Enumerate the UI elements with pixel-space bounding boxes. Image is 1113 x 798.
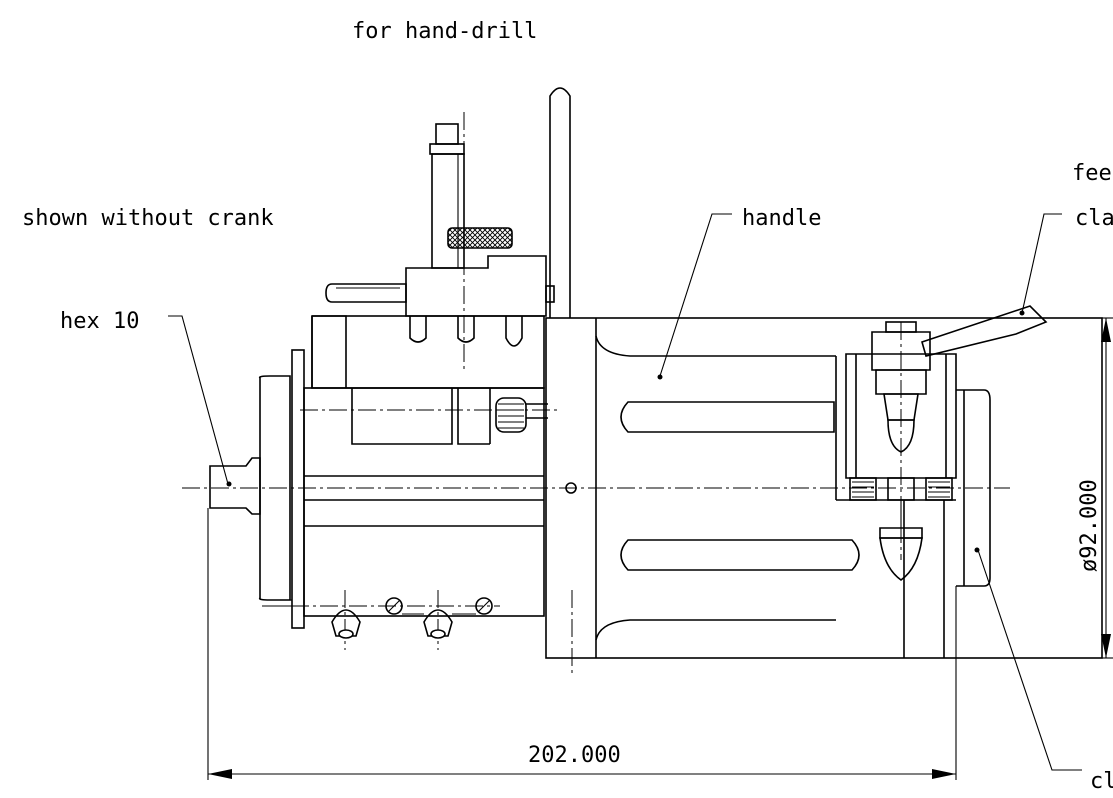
leader-handle-dot: [657, 374, 663, 380]
dimension-length-value: 202.000: [528, 743, 621, 768]
note-shown-without-crank: shown without crank: [22, 206, 274, 231]
leader-bottom-dot: [974, 547, 980, 553]
leader-clamp-dot: [1019, 310, 1025, 316]
spring: [495, 397, 548, 433]
lower-screws: [331, 597, 493, 639]
clamp-mechanism: [845, 305, 1048, 581]
leader-handle: [659, 213, 732, 377]
left-body: [303, 315, 545, 617]
handle-body: [545, 317, 1103, 659]
leader-clamp: [1021, 213, 1062, 314]
leader-hex-dot: [226, 481, 232, 487]
knurled-knob: [447, 227, 513, 249]
dimension-diameter: ø92.000: [1077, 317, 1113, 659]
leader-bottom: [977, 549, 1082, 771]
label-handle: handle: [742, 206, 821, 231]
right-ring: [956, 389, 991, 587]
dimension-length: 202.000: [207, 508, 957, 780]
lever-rod: [549, 87, 571, 318]
drive-flange: [209, 349, 305, 629]
dimension-diameter-value: ø92.000: [1077, 479, 1102, 572]
vertical-post: [429, 123, 513, 269]
label-feed-partial: fee: [1072, 161, 1112, 186]
label-hex-10: hex 10: [60, 309, 139, 334]
label-clamp-partial: cla: [1075, 206, 1113, 231]
leader-hex: [168, 315, 229, 485]
leader-lines: [168, 213, 1082, 771]
note-for-hand-drill: for hand-drill: [352, 19, 537, 44]
label-bottom-partial: cl: [1090, 769, 1113, 794]
carrier-block: [325, 255, 555, 347]
